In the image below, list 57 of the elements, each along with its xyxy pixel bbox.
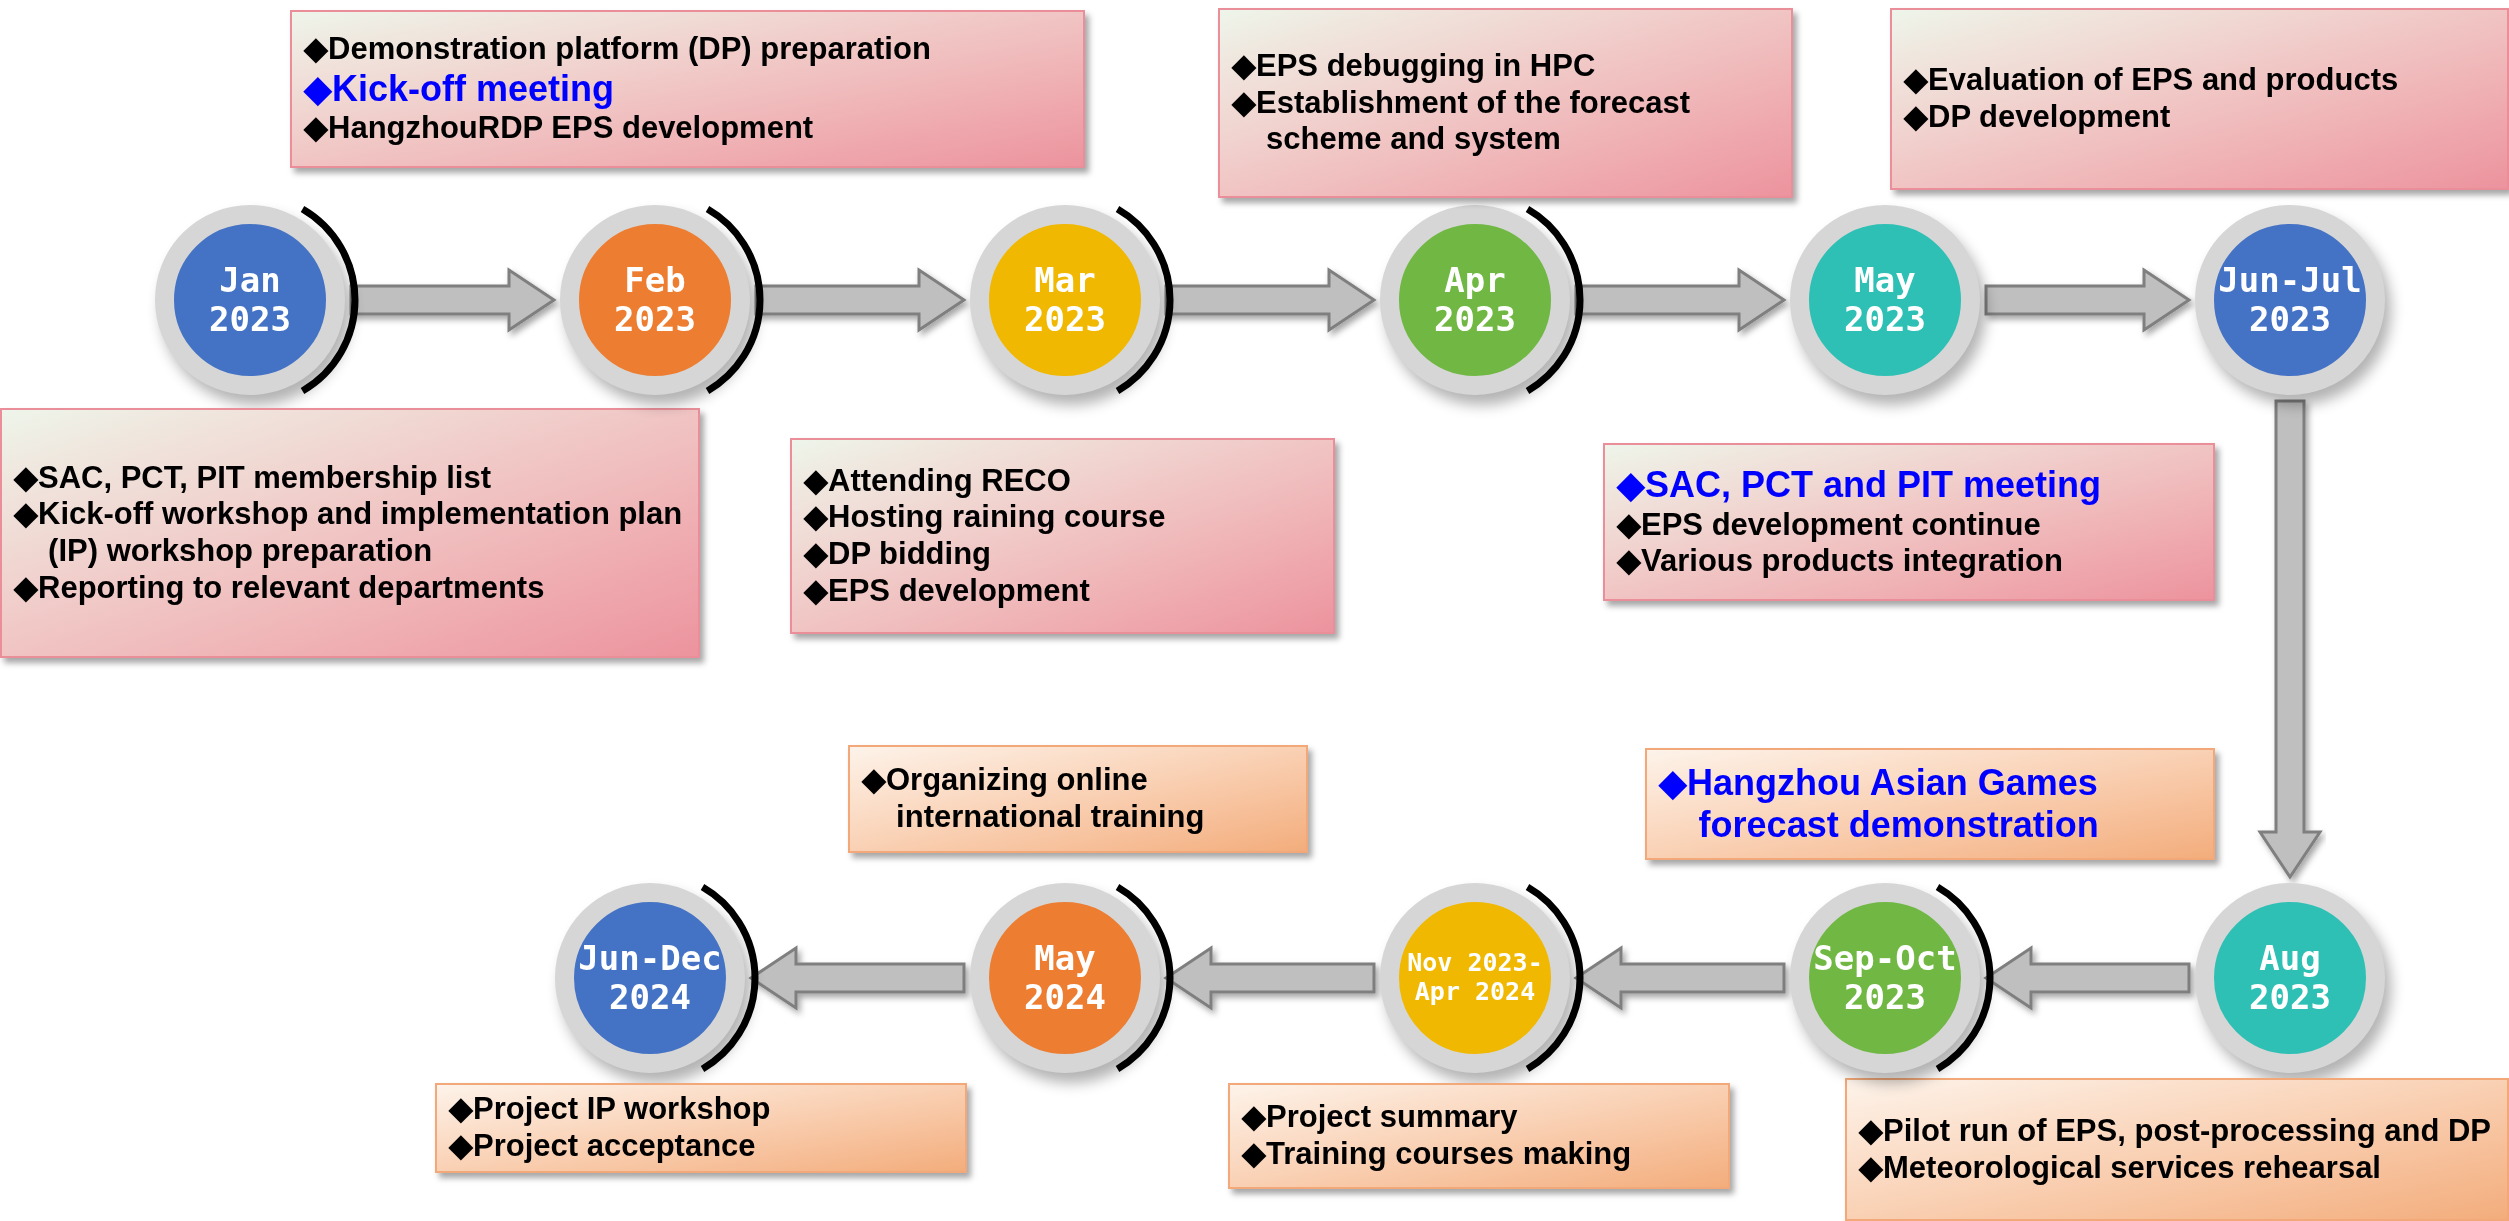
bullet-item: ◆Evaluation of EPS and products [1904,62,2400,99]
note-box [848,745,1308,853]
month-label: May 2024 [1023,938,1107,1018]
bullet-item: ◆Various products integration [1617,543,2064,580]
bullet-item: ◆Hosting raining course [804,499,1167,536]
block-arrow [1983,945,2191,1011]
note-box [290,10,1085,168]
bullet-item: ◆Demonstration platform (DP) preparation [304,31,932,68]
bullet-item: ◆Reporting to relevant departments [14,569,546,607]
note-box [1603,443,2215,601]
bullet-item: ◆Project summary [1242,1099,1519,1136]
bullet-item: ◆SAC, PCT, PIT membership list [14,459,493,497]
bullet-item: ◆Kick-off workshop and implementation plan (IP) workshop preparation [14,496,684,570]
block-arrow [1164,267,1377,333]
bullet-item: ◆Project IP workshop [449,1091,772,1128]
bullet-item: ◆Project acceptance [449,1128,757,1165]
month-label: Aug 2023 [2248,938,2332,1018]
note-box [1890,8,2509,190]
bullet-item: ◆EPS debugging in HPC [1232,48,1597,85]
block-arrow [748,945,966,1011]
month-label: Jun-Dec 2024 [577,938,723,1018]
month-label: Sep-Oct 2023 [1812,938,1958,1018]
block-arrow [349,267,557,333]
note-box [1228,1083,1730,1189]
block-arrow [1574,267,1787,333]
bullet-item: ◆DP bidding [804,536,993,573]
month-label: Jun-Jul 2023 [2217,260,2363,340]
note-box [0,408,700,658]
bullet-item: ◆EPS development [804,572,1091,610]
bullet-item: ◆EPS development continue [1617,506,2042,544]
month-label: Feb 2023 [613,260,697,340]
bullet-item: ◆Establishment of the forecast scheme and system [1232,84,1692,158]
note-box [1845,1078,2509,1221]
bullet-item: ◆SAC, PCT and PIT meeting [1617,464,2103,507]
bullet-item: ◆DP development [1904,99,2172,136]
bullet-item: ◆Pilot run of EPS, post-processing and DP [1859,1112,2492,1150]
month-label: Mar 2023 [1023,260,1107,340]
bullet-item: ◆Hangzhou Asian Games forecast demonstration [1659,761,2100,847]
bullet-item: ◆HangzhouRDP EPS development [304,110,815,147]
bullet-item: ◆Attending RECO [804,462,1072,500]
bullet-item: ◆Kick-off meeting [304,67,616,111]
block-arrow [2257,399,2323,880]
month-label: Nov 2023-Apr 2024 [1406,949,1544,1007]
note-box [1645,748,2215,860]
note-box [435,1083,967,1173]
block-arrow [1984,267,2192,333]
month-label: Apr 2023 [1433,260,1517,340]
note-box [790,438,1335,634]
block-arrow [1163,945,1376,1011]
note-box [1218,8,1793,198]
month-label: Jan 2023 [208,260,292,340]
block-arrow [754,267,967,333]
bullet-item: ◆Training courses making [1242,1136,1633,1173]
bullet-item: ◆Organizing online international training [862,762,1206,836]
bullet-item: ◆Meteorological services rehearsal [1859,1149,2382,1187]
month-label: May 2023 [1843,260,1927,340]
block-arrow [1573,945,1786,1011]
